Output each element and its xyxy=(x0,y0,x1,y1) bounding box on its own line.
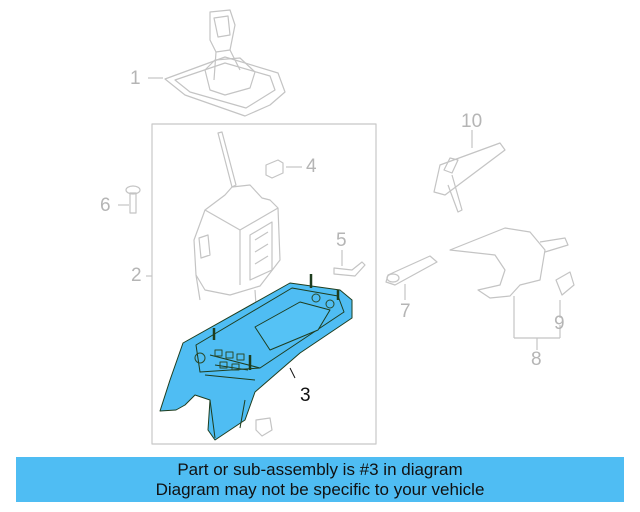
parts-diagram: 1 2 3 4 5 6 7 8 9 10 xyxy=(100,9,575,445)
exploded-view-drawing xyxy=(118,9,575,445)
part-2-shifter-assembly xyxy=(193,131,281,306)
callout-8[interactable]: 8 xyxy=(531,349,542,370)
callout-4[interactable]: 4 xyxy=(306,156,317,177)
callout-1[interactable]: 1 xyxy=(130,68,141,89)
part-5-clip xyxy=(333,261,366,277)
part-6-bolt xyxy=(118,185,141,214)
part-9-bracket xyxy=(555,271,575,296)
nut xyxy=(255,417,273,437)
banner-part-note: Part or sub-assembly is #3 in diagram xyxy=(177,459,463,479)
part-10-handle-cover xyxy=(433,130,506,213)
callout-2[interactable]: 2 xyxy=(131,265,142,286)
callout-5[interactable]: 5 xyxy=(336,230,347,251)
callout-10[interactable]: 10 xyxy=(461,111,483,132)
callout-6[interactable]: 6 xyxy=(100,195,111,216)
callout-9[interactable]: 9 xyxy=(554,313,565,334)
part-3-console-bracket xyxy=(159,274,353,441)
part-4-connector xyxy=(265,159,284,179)
part-1-shift-boot xyxy=(164,9,286,117)
callout-3[interactable]: 3 xyxy=(300,385,311,406)
part-7-grip xyxy=(385,255,438,300)
part-8-parking-brake-lever xyxy=(449,227,569,350)
callout-7[interactable]: 7 xyxy=(400,301,411,322)
banner-disclaimer: Diagram may not be specific to your vehi… xyxy=(155,479,485,499)
info-banner: Part or sub-assembly is #3 in diagram Di… xyxy=(16,457,624,502)
